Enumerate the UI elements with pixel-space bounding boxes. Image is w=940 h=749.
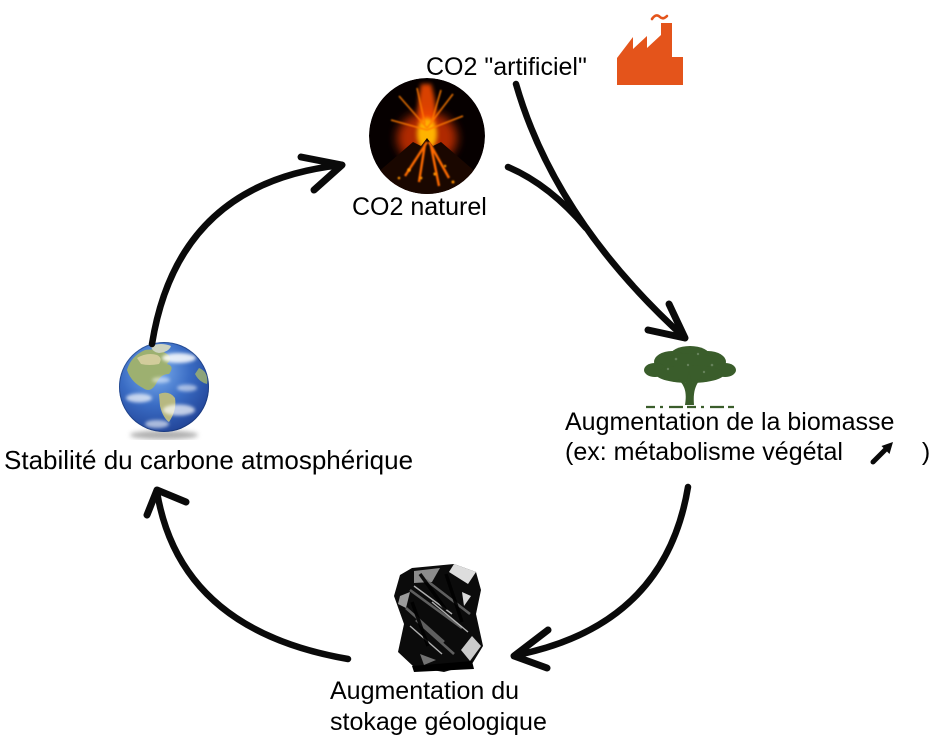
coal-base-shadow (412, 661, 474, 672)
earth-image (119, 342, 209, 440)
co2-naturel-label: CO2 naturel (352, 193, 487, 221)
volcano-cone (369, 138, 485, 194)
tree-icon (644, 346, 736, 409)
biomasse-label: Augmentation de la biomasse (ex: métabol… (565, 407, 930, 467)
biomasse-line2-text: (ex: métabolisme végétal (565, 438, 843, 466)
earth-shadow (130, 430, 198, 440)
growth-arrow-icon (870, 441, 893, 464)
volcano-image (369, 78, 485, 194)
artificial-co2-to-tree-arrow (512, 80, 689, 342)
stockage-line1: Augmentation du (330, 677, 520, 705)
earth-to-volcano-arrow (148, 153, 346, 348)
tree-trunk (678, 371, 702, 405)
volcano-to-tree-arrow (504, 163, 590, 232)
factory-icon (617, 14, 683, 85)
coal-image (394, 564, 483, 672)
smoke-icon (650, 14, 669, 21)
tree-to-coal-arrow (510, 483, 692, 672)
biomasse-close-paren: ) (921, 438, 931, 466)
biomasse-line1: Augmentation de la biomasse (565, 408, 895, 436)
stabilite-label: Stabilité du carbone atmosphérique (4, 445, 414, 475)
co2-artificiel-label: CO2 "artificiel" (426, 53, 587, 81)
stockage-line2: stokage géologique (330, 708, 547, 736)
coal-to-earth-arrow (143, 486, 352, 663)
stockage-label: Augmentation du stokage géologique (330, 676, 547, 738)
